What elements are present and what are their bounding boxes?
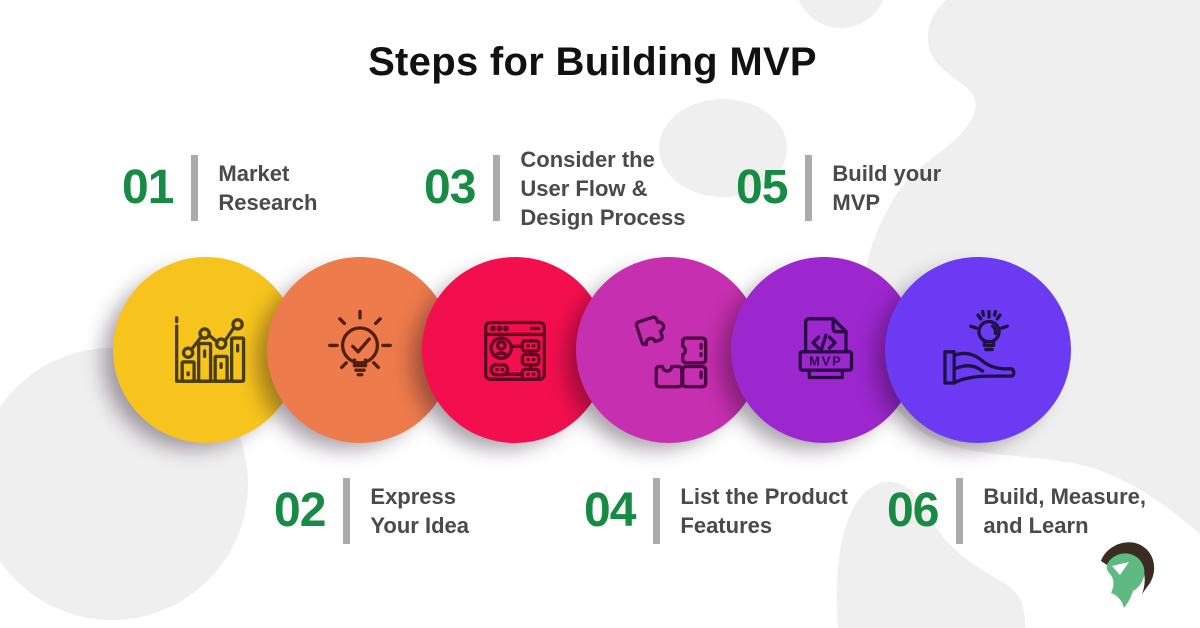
step-number: 06 [887, 484, 939, 537]
step-divider [956, 478, 964, 544]
step-05-label-group: 05 Build your MVP [736, 142, 941, 234]
page-title: Steps for Building MVP [368, 40, 817, 84]
logo-helmet [1106, 553, 1145, 608]
step-number: 01 [122, 161, 174, 214]
step-06-circle [885, 257, 1071, 443]
logo-face-notch [1112, 562, 1129, 575]
logo-swoosh [1101, 542, 1155, 594]
step-label: List the Product Features [680, 484, 848, 538]
step-number: 04 [584, 484, 636, 537]
puzzle-icon [634, 315, 708, 389]
bar-chart-icon [175, 316, 246, 383]
lightbulb-check-icon [328, 309, 392, 377]
step-divider [191, 155, 199, 221]
step-divider [343, 478, 351, 544]
mvp-file-icon: MVP [798, 317, 854, 380]
top-small-circle [798, 0, 884, 28]
step-04-label-group: 04 List the Product Features [584, 465, 848, 557]
mid-circle [659, 99, 787, 197]
step-label: Express Your Idea [370, 484, 470, 538]
user-flow-icon [484, 320, 546, 381]
step-02-label-group: 02 Express Your Idea [274, 465, 469, 557]
step-number: 05 [736, 161, 788, 214]
step-06-label-group: 06 Build, Measure, and Learn [887, 465, 1146, 557]
step-label: Build your MVP [832, 161, 942, 215]
step-number: 02 [274, 484, 326, 537]
step-divider [493, 155, 501, 221]
step-label: Build, Measure, and Learn [983, 484, 1146, 538]
step-number: 03 [424, 161, 476, 214]
step-divider [653, 478, 661, 544]
step-label: Consider the User Flow & Design Process [520, 146, 686, 230]
hand-lightbulb-icon [943, 309, 1016, 385]
step-divider [805, 155, 813, 221]
step-03-label-group: 03 Consider the User Flow & Design Proce… [424, 142, 685, 234]
company-logo [1101, 542, 1155, 608]
bottom-right-wave [836, 481, 1026, 628]
step-01-label-group: 01 Market Research [122, 142, 317, 234]
step-label: Market Research [218, 161, 318, 215]
mvp-file-text: MVP [809, 354, 842, 369]
